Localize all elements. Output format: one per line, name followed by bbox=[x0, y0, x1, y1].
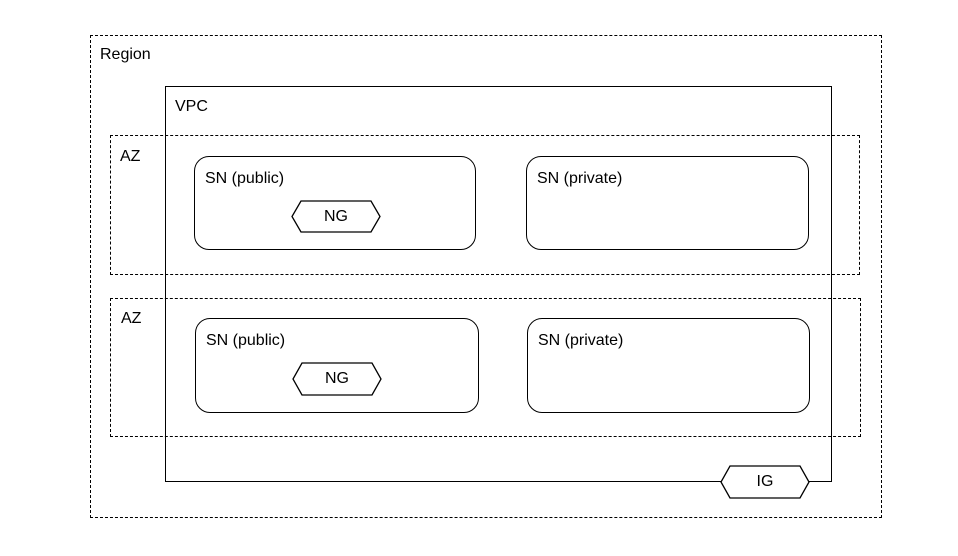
subnet-private-az2: SN (private) bbox=[527, 318, 810, 413]
subnet-public-az2-label: SN (public) bbox=[206, 332, 286, 349]
nat-gateway-az2-label: NG bbox=[325, 370, 349, 387]
region-boundary bbox=[90, 35, 882, 518]
availability-zone-1-label: AZ bbox=[120, 148, 141, 165]
internet-gateway: IG bbox=[720, 465, 810, 499]
internet-gateway-label: IG bbox=[756, 473, 774, 490]
availability-zone-2-label: AZ bbox=[121, 310, 142, 327]
region-label: Region bbox=[100, 46, 151, 63]
hexagon-shape bbox=[292, 362, 382, 396]
subnet-private-az1: SN (private) bbox=[526, 156, 809, 250]
subnet-private-az1-label: SN (private) bbox=[537, 170, 623, 187]
vpc-boundary bbox=[165, 86, 832, 482]
subnet-public-az1-label: SN (public) bbox=[205, 170, 285, 187]
subnet-private-az2-label: SN (private) bbox=[538, 332, 624, 349]
availability-zone-2 bbox=[110, 298, 861, 437]
availability-zone-1 bbox=[110, 135, 860, 275]
nat-gateway-az1: NG bbox=[291, 200, 381, 233]
nat-gateway-az1-label: NG bbox=[324, 207, 348, 225]
hexagon-shape bbox=[291, 200, 381, 233]
nat-gateway-az2: NG bbox=[292, 362, 382, 396]
vpc-label: VPC bbox=[175, 98, 208, 115]
hexagon-shape bbox=[720, 465, 810, 499]
